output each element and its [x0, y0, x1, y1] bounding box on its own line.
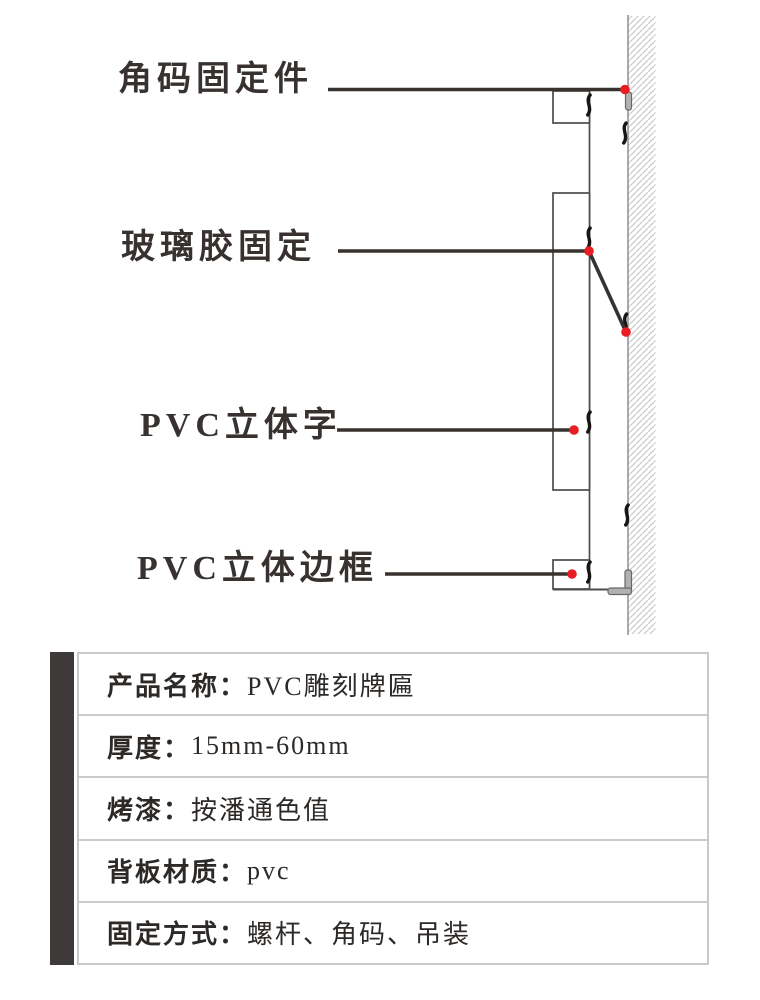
label-pvc-letters: PVC立体字 — [140, 407, 342, 444]
marker-dot — [620, 84, 630, 95]
label-pvc-frame: PVC立体边框 — [137, 550, 378, 587]
spec-label: 产品名称： — [107, 670, 248, 701]
label-glass-glue: 玻璃胶固定 — [121, 228, 316, 266]
installation-diagram: 角码固定件 玻璃胶固定 PVC立体字 PVC立体边框 — [118, 15, 656, 635]
marker-dot — [621, 327, 631, 337]
break-mark — [586, 226, 592, 250]
spec-row-backboard: 背板材质：pvc — [79, 841, 707, 903]
diagram-drawing — [328, 15, 656, 635]
break-mark — [586, 93, 592, 117]
spec-value: 按潘通色值 — [191, 796, 332, 825]
label-corner-bracket: 角码固定件 — [118, 60, 313, 98]
letters-section — [552, 192, 591, 491]
break-mark — [622, 121, 628, 145]
spec-label: 固定方式： — [107, 919, 248, 950]
marker-dot — [584, 246, 594, 256]
spec-row-paint: 烤漆：按潘通色值 — [79, 778, 707, 841]
break-mark — [586, 560, 592, 584]
marker-dot — [567, 569, 577, 579]
spec-value: 15mm-60mm — [191, 731, 351, 761]
spec-label: 厚度： — [107, 732, 192, 763]
corner-bracket-top — [624, 91, 633, 111]
spec-value: 螺杆、角码、吊装 — [247, 920, 472, 950]
spec-label: 背板材质： — [107, 857, 248, 888]
spec-row-product-name: 产品名称：PVC雕刻牌匾 — [79, 654, 707, 717]
break-mark — [586, 410, 592, 434]
spec-table-box: 产品名称：PVC雕刻牌匾 厚度：15mm-60mm 烤漆：按潘通色值 背板材质：… — [77, 652, 709, 965]
leader-line-glue-diagonal — [587, 250, 628, 333]
spec-table: 产品名称：PVC雕刻牌匾 厚度：15mm-60mm 烤漆：按潘通色值 背板材质：… — [50, 652, 709, 965]
spec-accent-bar — [50, 652, 74, 965]
corner-bracket-bottom — [607, 569, 633, 596]
spec-row-thickness: 厚度：15mm-60mm — [79, 716, 707, 779]
wall-hatch — [628, 16, 656, 634]
spec-value: pvc — [247, 855, 291, 885]
spec-label: 烤漆： — [107, 795, 192, 825]
spec-value: PVC雕刻牌匾 — [247, 671, 416, 701]
break-mark — [624, 503, 630, 527]
frame-top-section — [552, 90, 591, 124]
spec-row-mounting: 固定方式：螺杆、角码、吊装 — [79, 903, 707, 963]
marker-dot — [569, 425, 579, 435]
